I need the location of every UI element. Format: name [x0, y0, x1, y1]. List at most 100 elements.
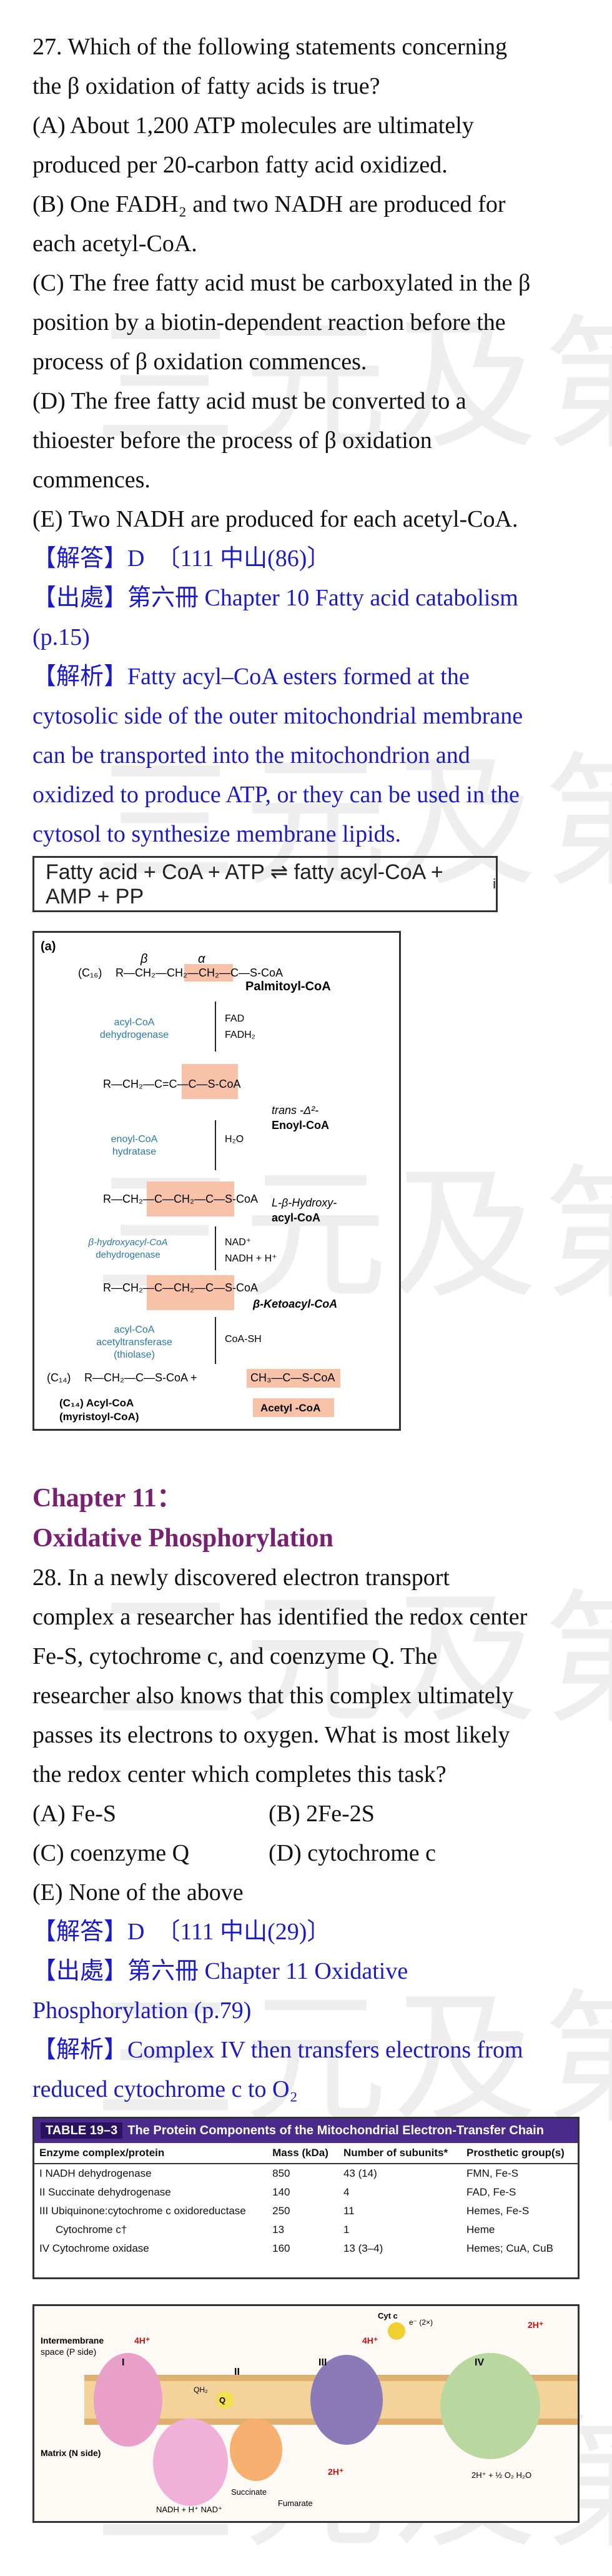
q28-stem: Fe-S, cytochrome c, and coenzyme Q. The	[32, 1643, 438, 1669]
oxygen-label: 2H⁺ + ½ O₂ H₂O	[471, 2470, 531, 2480]
table-header-row: Enzyme complex/protein Mass (kDa) Number…	[34, 2143, 578, 2164]
q27-option-a: (A) About 1,200 ATP molecules are ultima…	[32, 112, 474, 139]
q27-source: 【出處】第六冊 Chapter 10 Fatty acid catabolism	[32, 579, 582, 618]
highlight-box	[184, 964, 233, 982]
q28-stem: researcher also knows that this complex …	[32, 1683, 514, 1709]
q27-source-label: 【出處】第六冊 Chapter 10 Fatty acid catabolism	[32, 585, 518, 611]
chapter-title: Chapter 11：	[32, 1484, 183, 1513]
enzyme-label: dehydrogenase	[100, 1030, 169, 1040]
enzyme-label: dehydrogenase	[96, 1250, 160, 1260]
chapter-subtitle: Oxidative Phosphorylation	[32, 1524, 333, 1553]
q28-explanation: reduced cytochrome c to O₂	[32, 2076, 298, 2102]
figure-label: (a)	[41, 940, 56, 953]
q27-option-c: position by a biotin-dependent reaction …	[32, 309, 506, 336]
q27-stem: 27. Which of the following statements co…	[32, 34, 508, 60]
complex-label: II	[234, 2367, 240, 2377]
q27-explanation: 【解析】Fatty acyl–CoA esters formed at the	[32, 664, 470, 690]
table-title: The Protein Components of the Mitochondr…	[127, 2124, 544, 2137]
table-cell: Heme	[466, 2224, 495, 2235]
q27-option-d: thioester before the process of β oxidat…	[32, 427, 432, 454]
chain-text: R—CH₂—C—CH₂—C—S-CoA	[103, 1281, 258, 1294]
complex-i-shape	[153, 2419, 228, 2506]
table-cell: 13 (3–4)	[343, 2242, 383, 2254]
keto-label: β-Ketoacyl-CoA	[252, 1298, 337, 1310]
chain-text: R—CH₂—C—CH₂—C—S-CoA	[103, 1193, 258, 1205]
qh2-label: QH₂	[194, 2385, 208, 2394]
q27-option-e: (E) Two NADH are produced for each acety…	[32, 506, 518, 532]
table-cell: 43 (14)	[343, 2167, 377, 2179]
cytc-label: Cyt c	[378, 2311, 398, 2320]
complex-label: IV	[475, 2357, 484, 2368]
beta-oxidation-diagram: (a) (C₁₆) β α R—CH₂—CH₂—CH₂—C—S-CoA Palm…	[41, 940, 340, 1423]
nadh-label: NADH + H⁺ NAD⁺	[156, 2505, 222, 2514]
highlight-box	[253, 1398, 334, 1417]
table-cell: 11	[343, 2205, 355, 2217]
q28-answer: 【解答】D 〔111 中山(29)〕	[32, 1919, 331, 1945]
table-cell: IV Cytochrome oxidase	[39, 2242, 149, 2254]
proton-label: 4H⁺	[362, 2335, 378, 2345]
table-cell: 4	[343, 2186, 350, 2198]
succinate-label: Succinate	[231, 2487, 267, 2497]
chain-text: R—CH₂—CH₂—CH₂—C—S-CoA	[116, 967, 283, 979]
complex-i-shape	[94, 2353, 162, 2447]
acyl-label: (myristoyl-CoA)	[59, 1411, 139, 1423]
enzyme-label: acyl-CoA	[114, 1325, 155, 1335]
beta-oxidation-figure: (a) (C₁₆) β α R—CH₂—CH₂—CH₂—C—S-CoA Palm…	[32, 931, 401, 1431]
highlight-box	[247, 1369, 340, 1388]
cofactor-label: NADH + H⁺	[225, 1253, 277, 1264]
q-molecule	[216, 2391, 234, 2409]
q28-option-d: (D) cytochrome c	[269, 1840, 436, 1866]
table-cell: 13	[272, 2224, 285, 2235]
q27-explanation: oxidized to produce ATP, or they can be …	[32, 782, 520, 808]
enzyme-label: (thiolase)	[114, 1350, 155, 1360]
table-cell: 140	[272, 2186, 290, 2198]
formula-subscript: i	[493, 876, 496, 892]
formula-text: Fatty acid + CoA + ATP ⇌ fatty acyl-CoA …	[46, 860, 443, 908]
q27-stem: the β oxidation of fatty acids is true?	[32, 73, 380, 99]
table-cell: I NADH dehydrogenase	[39, 2167, 152, 2179]
matrix-label: Matrix (N side)	[41, 2448, 101, 2458]
complex-label: I	[122, 2357, 124, 2368]
acetyl-label: Acetyl -CoA	[260, 1402, 320, 1414]
hydroxy-label: L-β-Hydroxy-	[272, 1196, 337, 1209]
chain-text: R—CH₂—C—S-CoA +	[84, 1371, 197, 1384]
ims-label: space (P side)	[41, 2347, 96, 2357]
q28-stem: 28. In a newly discovered electron trans…	[32, 1564, 450, 1591]
table-cell: 1	[343, 2224, 350, 2235]
electron-transport-chain-figure: Intermembrane space (P side) Matrix (N s…	[32, 2304, 580, 2523]
enzyme-label: β-hydroxyacyl-CoA	[88, 1237, 168, 1248]
chain-text: CH₃—C—S-CoA	[250, 1371, 335, 1384]
q27-option-b: (B) One FADH₂ and two NADH are produced …	[32, 191, 506, 217]
highlight-box	[182, 1064, 238, 1099]
electron-label: e⁻ (2×)	[409, 2318, 433, 2327]
cofactor-label: FADH₂	[225, 1030, 255, 1040]
ims-label: Intermembrane	[41, 2335, 104, 2345]
q28-stem: the redox center which completes this ta…	[32, 1761, 447, 1788]
q27-option-b: each acetyl-CoA.	[32, 231, 197, 257]
q27-explanation: cytosol to synthesize membrane lipids.	[32, 821, 401, 847]
q27-option-c: process of β oxidation commences.	[32, 349, 367, 375]
enzyme-label: acyl-CoA	[114, 1017, 155, 1028]
question-28: Chapter 11： Oxidative Phosphorylation 28…	[32, 1478, 582, 2109]
q28-stem: complex a researcher has identified the …	[32, 1604, 528, 1630]
proton-label: 2H⁺	[528, 2320, 543, 2330]
q-label: Q	[219, 2395, 225, 2405]
proton-label: 4H⁺	[134, 2335, 150, 2345]
q28-option-c: (C) coenzyme Q	[32, 1840, 190, 1866]
q28-option-b: (B) 2Fe-2S	[269, 1801, 375, 1827]
table-cell: Hemes, Fe-S	[466, 2205, 530, 2217]
enoyl-label: Enoyl-CoA	[272, 1119, 329, 1131]
hydroxy-label: acyl-CoA	[272, 1211, 320, 1224]
beta-label: β	[140, 952, 147, 966]
activation-formula: Fatty acid + CoA + ATP ⇌ fatty acyl-CoA …	[32, 856, 498, 912]
cofactor-label: NAD⁺	[225, 1237, 251, 1248]
cofactor-label: H₂O	[225, 1134, 244, 1145]
fumarate-label: Fumarate	[278, 2499, 313, 2508]
complex-iii-shape	[310, 2355, 383, 2445]
q28-source-page: Phosphorylation (p.79)	[32, 1997, 252, 2024]
q28-option-e: (E) None of the above	[32, 1879, 244, 1906]
enzyme-label: hydratase	[112, 1146, 156, 1157]
